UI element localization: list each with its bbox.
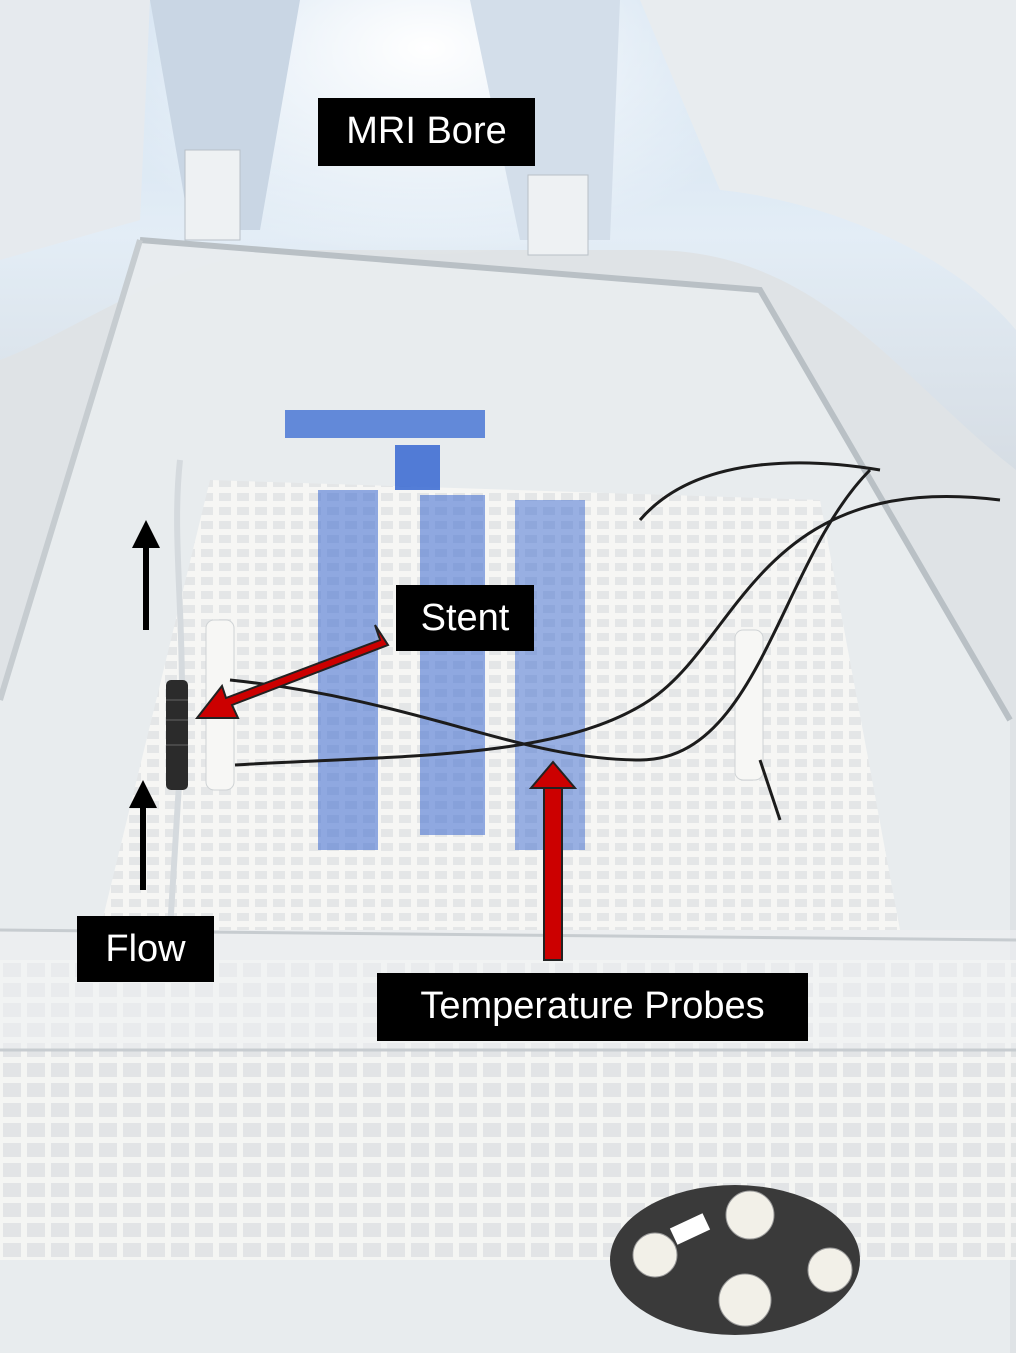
stent-arrow [194,624,390,719]
temperature-probes-arrow [528,760,578,961]
flow-arrow-lower [129,780,157,890]
mri-bore-label: MRI Bore [318,98,535,166]
stent-and-tubing [166,459,188,931]
flow-arrow-upper [132,520,160,630]
tubing-connector [610,1185,860,1335]
stent-label: Stent [396,585,534,651]
temperature-probe-wires [229,461,1001,821]
flow-label: Flow [77,916,214,982]
temperature-probes-label: Temperature Probes [377,973,808,1041]
